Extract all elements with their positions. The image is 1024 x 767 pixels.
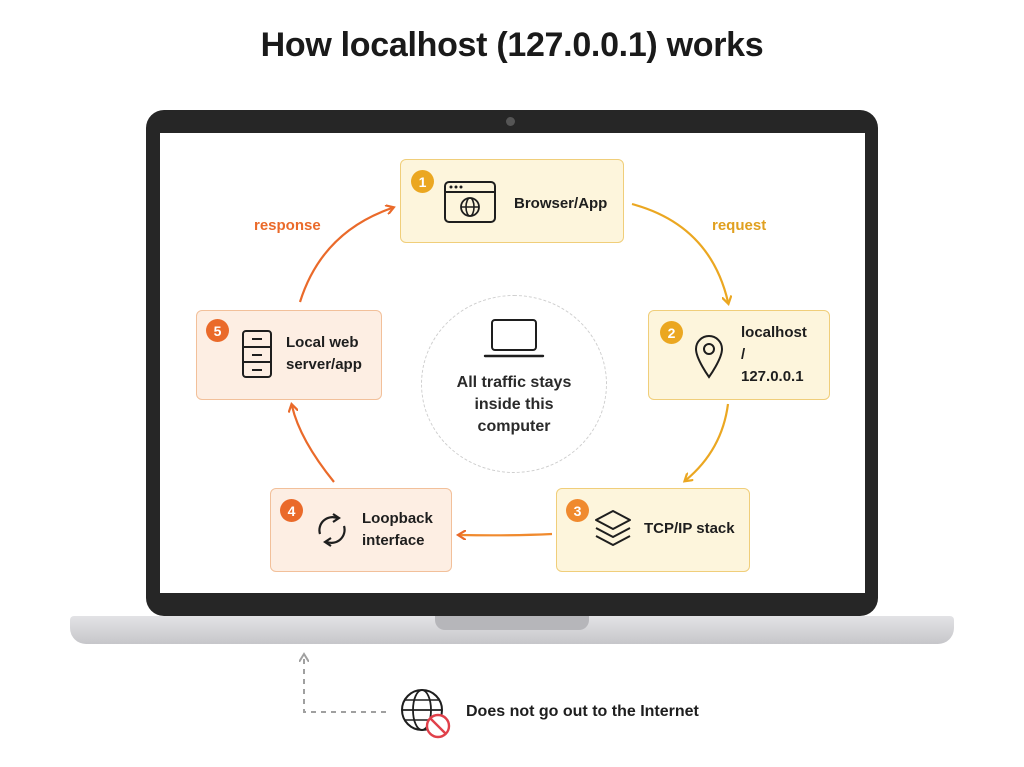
arrow-3-to-4 xyxy=(460,534,553,535)
server-icon xyxy=(242,330,272,378)
step-1-badge: 1 xyxy=(411,170,434,193)
step-4-label-line-1: Loopback xyxy=(362,510,433,527)
footer-text: Does not go out to the Internet xyxy=(466,703,699,720)
step-4-label-line-2: interface xyxy=(362,532,425,549)
loop-arrows-icon xyxy=(318,513,346,547)
laptop-icon xyxy=(483,319,545,358)
step-2-label-line-1: localhost xyxy=(741,324,807,341)
step-2-badge: 2 xyxy=(660,321,683,344)
layers-icon xyxy=(595,510,631,546)
center-text: All traffic stays inside this computer xyxy=(421,372,607,438)
step-5-label-line-1: Local web xyxy=(286,334,359,351)
response-label: response xyxy=(254,217,321,234)
step-4-badge: 4 xyxy=(280,499,303,522)
laptop-notch xyxy=(435,616,589,630)
arrow-response xyxy=(298,208,392,303)
page-title: How localhost (127.0.0.1) works xyxy=(260,26,764,64)
step-1-label: Browser/App xyxy=(514,195,608,212)
arrow-4-to-5 xyxy=(292,406,335,483)
request-label: request xyxy=(712,217,767,234)
globe-blocked-icon xyxy=(401,689,451,739)
camera-dot xyxy=(506,117,515,126)
step-5-label: Local web server/app xyxy=(286,332,362,376)
step-2-label: localhost / 127.0.0.1 xyxy=(741,322,807,388)
arrow-request xyxy=(631,202,728,302)
step-2-label-line-3: 127.0.0.1 xyxy=(741,368,804,385)
step-4-label: Loopback interface xyxy=(362,508,433,552)
center-text-line-1: All traffic stays xyxy=(456,374,572,391)
step-3-tcpip-box xyxy=(556,488,750,572)
arrow-internet-dashed xyxy=(304,656,386,713)
center-text-line-2: inside this xyxy=(474,396,554,413)
location-pin-icon xyxy=(694,335,724,379)
arrow-2-to-3 xyxy=(686,403,730,480)
browser-globe-icon xyxy=(444,181,496,223)
step-3-badge: 3 xyxy=(566,499,589,522)
center-text-line-3: computer xyxy=(477,418,551,435)
step-5-label-line-2: server/app xyxy=(286,356,362,373)
center-dashed-circle xyxy=(421,295,607,473)
step-2-label-line-2: / xyxy=(741,346,746,363)
step-4-loopback-box xyxy=(270,488,452,572)
step-5-badge: 5 xyxy=(206,319,229,342)
step-1-browser-box xyxy=(400,159,624,243)
step-3-label: TCP/IP stack xyxy=(644,520,735,537)
